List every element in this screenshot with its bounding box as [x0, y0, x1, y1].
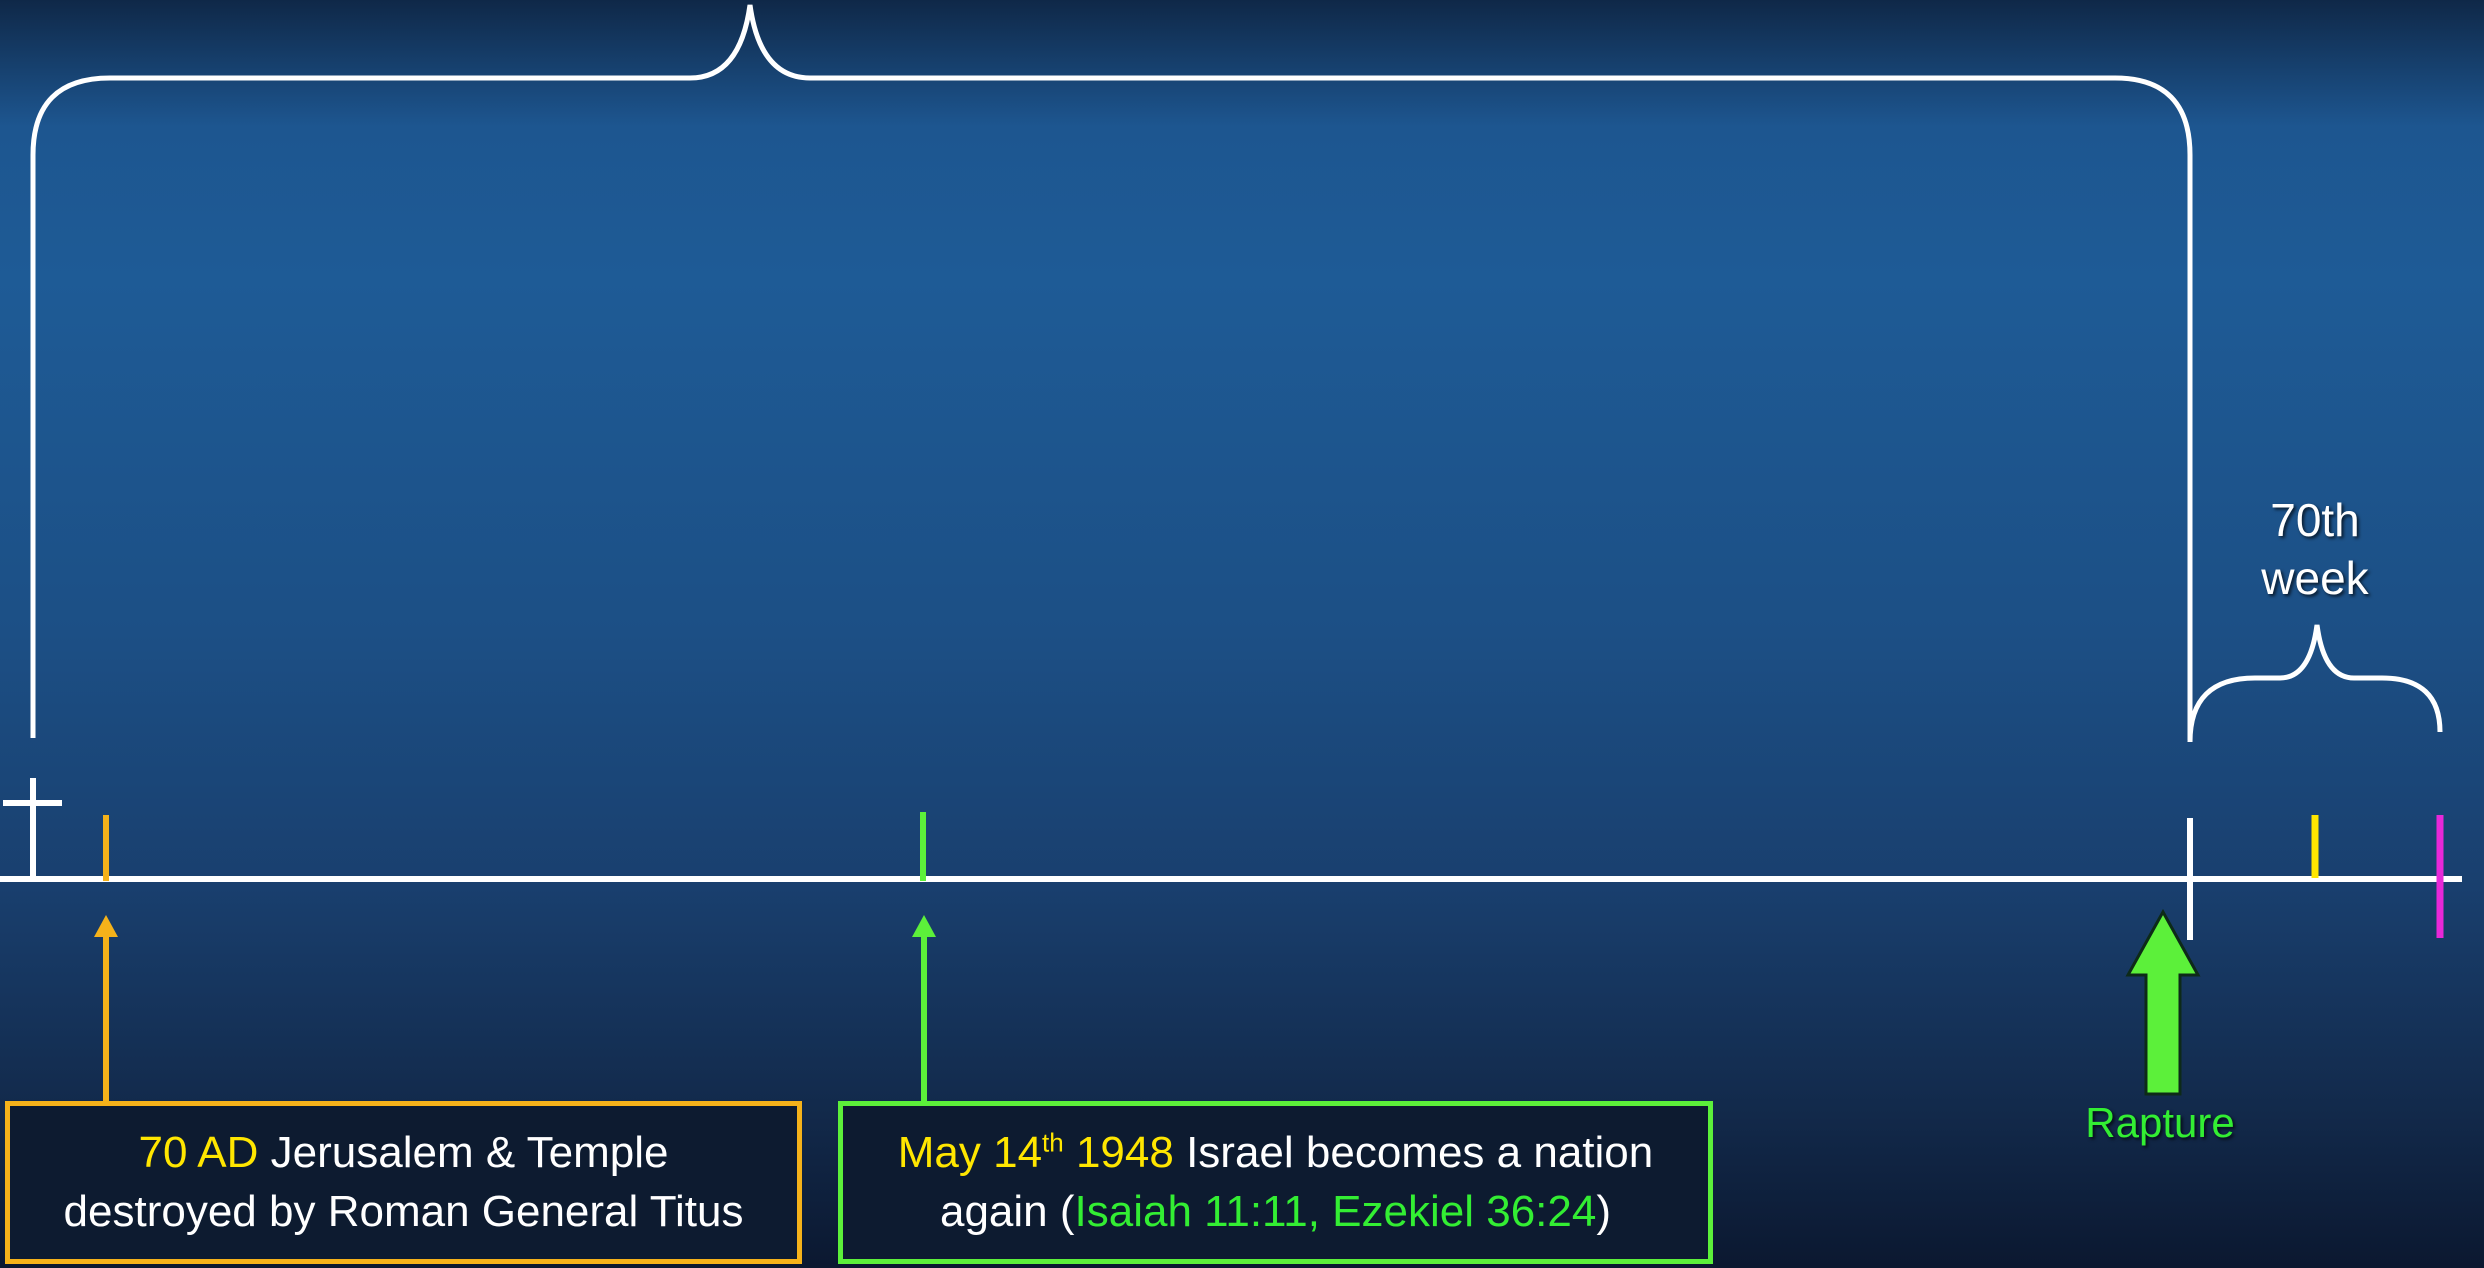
event-box-70ad: 70 AD Jerusalem & Temple destroyed by Ro…: [5, 1101, 802, 1264]
event-1948-date: May 14th 1948: [897, 1127, 1174, 1178]
seventieth-week-brace: [2187, 624, 2443, 743]
event-1948-line1: May 14th 1948 Israel becomes a nation: [897, 1127, 1654, 1178]
arrow-70ad: [94, 915, 118, 1103]
arrow-1948: [912, 915, 936, 1103]
event-70ad-line2: destroyed by Roman General Titus: [63, 1186, 744, 1236]
event-70ad-date: 70 AD: [138, 1128, 259, 1178]
up-arrow-icon: [2125, 908, 2201, 1096]
event-70ad-line1: 70 AD Jerusalem & Temple: [138, 1128, 669, 1178]
seventieth-week-label: 70th week: [2261, 494, 2369, 604]
event-box-1948: May 14th 1948 Israel becomes a nation ag…: [838, 1101, 1713, 1264]
church-age-brace: [30, 4, 2193, 740]
scripture-references: Isaiah 11:11, Ezekiel 36:24: [1074, 1186, 1597, 1236]
cross-icon: [3, 778, 62, 879]
rapture-label: Rapture: [2085, 1099, 2235, 1146]
event-1948-line2: again (Isaiah 11:11, Ezekiel 36:24): [939, 1186, 1612, 1236]
